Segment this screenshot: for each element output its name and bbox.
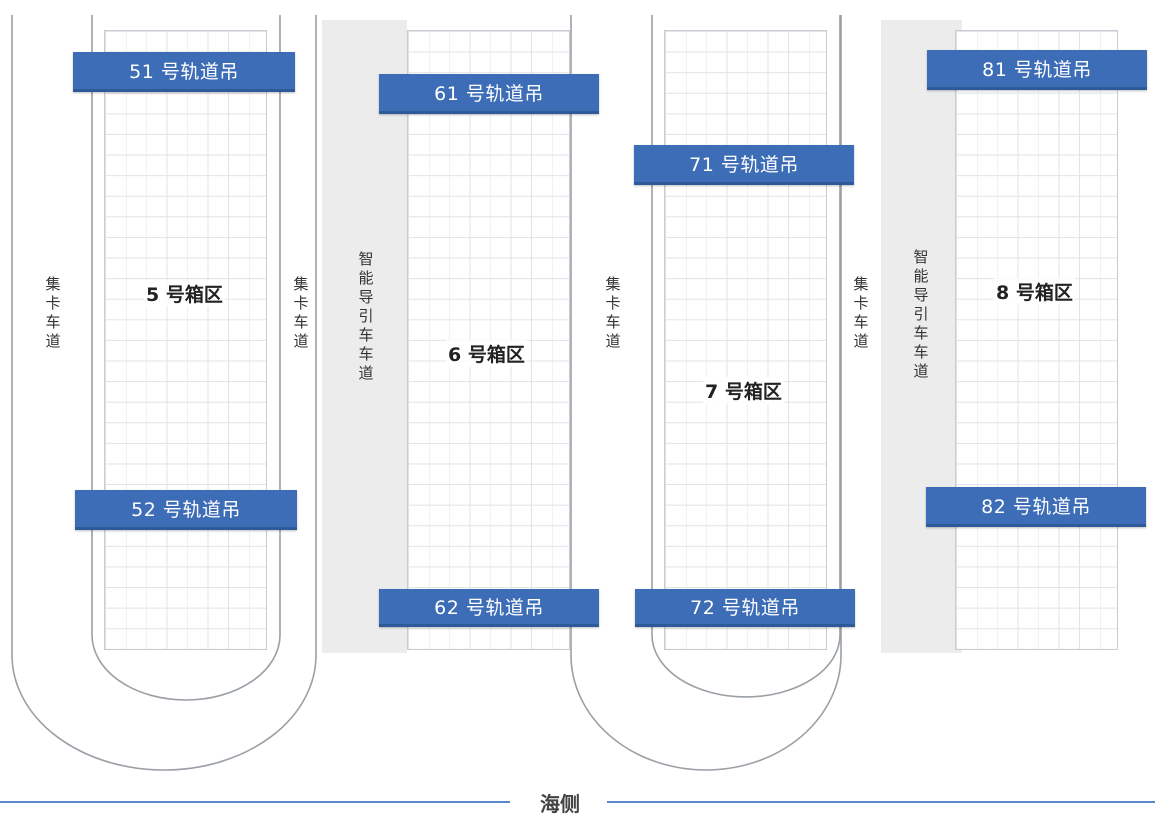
zone-label-8: 8 号箱区 [994, 278, 1075, 305]
zone-label-7: 7 号箱区 [703, 377, 784, 404]
lane-5-inner [91, 15, 281, 701]
sea-side-line-right [607, 801, 1155, 803]
yard-block-8 [955, 30, 1118, 650]
crane-62[interactable]: 62 号轨道吊 [379, 589, 599, 627]
truck-lane-label-1: 集卡车道 [45, 275, 61, 350]
agv-lane-label-2: 智能导引车车道 [913, 248, 929, 380]
yard-block-7 [664, 30, 827, 650]
crane-71[interactable]: 71 号轨道吊 [634, 145, 854, 185]
agv-lane-strip-left [322, 20, 407, 653]
lane-7-outer [570, 15, 842, 771]
crane-72[interactable]: 72 号轨道吊 [635, 589, 855, 627]
sea-side-label: 海侧 [540, 792, 580, 816]
truck-lane-label-3: 集卡车道 [605, 275, 621, 350]
agv-lane-label-1: 智能导引车车道 [358, 250, 374, 382]
yard-block-5 [104, 30, 267, 650]
zone-label-5: 5 号箱区 [144, 280, 225, 307]
crane-82[interactable]: 82 号轨道吊 [926, 487, 1146, 527]
lane-7-inner [651, 15, 841, 698]
lane-5-outer [11, 15, 317, 771]
zone-label-6: 6 号箱区 [446, 340, 527, 367]
crane-81[interactable]: 81 号轨道吊 [927, 50, 1147, 90]
truck-lane-label-2: 集卡车道 [293, 275, 309, 350]
truck-lane-label-4: 集卡车道 [853, 275, 869, 350]
crane-51[interactable]: 51 号轨道吊 [73, 52, 295, 92]
sea-side-line-left [0, 801, 510, 803]
crane-61[interactable]: 61 号轨道吊 [379, 74, 599, 114]
crane-52[interactable]: 52 号轨道吊 [75, 490, 297, 530]
agv-lane-strip-right [881, 20, 962, 653]
